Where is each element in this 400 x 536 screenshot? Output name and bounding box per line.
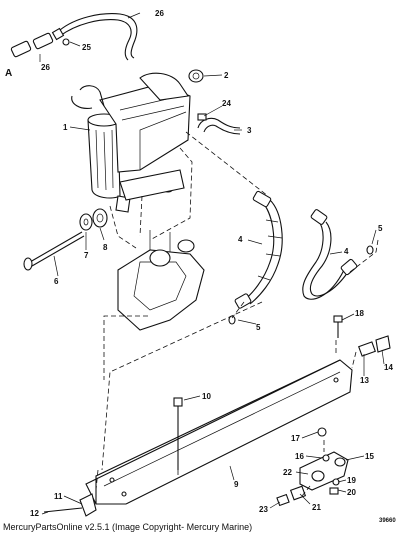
bracket-11 [79, 493, 97, 517]
fuel-hose-top [59, 13, 138, 61]
part-label: 2 [224, 71, 229, 80]
part-label: 3 [247, 126, 252, 135]
drawing-number: 39660 [379, 518, 396, 524]
fuel-line-4-left [234, 190, 283, 309]
grommet-2 [188, 69, 204, 83]
hose-section-26 [10, 32, 54, 58]
screw-16 [322, 454, 330, 462]
screw-12 [43, 507, 83, 513]
fitting-14 [375, 335, 391, 353]
section-letter: A [5, 68, 12, 79]
part-label: 21 [312, 503, 321, 512]
part-label: 20 [347, 488, 356, 497]
fitting-21 [289, 485, 307, 501]
fitting-23 [276, 493, 290, 507]
part-label: 12 [30, 509, 39, 518]
fitting-13 [358, 341, 376, 357]
part-label: 19 [347, 476, 356, 485]
part-label: 22 [283, 468, 292, 477]
o-ring-17 [317, 427, 327, 437]
part-label: 13 [360, 376, 369, 385]
mounting-rail-9 [85, 359, 353, 505]
part-label: 5 [378, 224, 383, 233]
part-label: 26 [155, 9, 164, 18]
fuel-line-4-right [302, 209, 358, 300]
part-label: 4 [238, 235, 243, 244]
part-label: 17 [291, 434, 300, 443]
bolt-10 [173, 397, 183, 470]
part-label: 24 [222, 99, 231, 108]
engine-bracket [117, 230, 205, 331]
hose-clip-25 [51, 27, 70, 46]
callout-leaders [39, 12, 385, 515]
vent-hose-3 [197, 113, 241, 135]
part-label: 6 [54, 277, 59, 286]
part-label: 26 [41, 63, 50, 72]
o-ring-5-upper [366, 245, 374, 255]
washer-7 [79, 213, 93, 231]
part-label: 16 [295, 452, 304, 461]
part-label: 5 [256, 323, 261, 332]
assembly-leader-lines [95, 131, 379, 497]
grommet-8 [92, 208, 108, 228]
part-label: 8 [103, 243, 108, 252]
part-label: 18 [355, 309, 364, 318]
part-label: 10 [202, 392, 211, 401]
bolt-18 [333, 315, 343, 338]
part-label: 23 [259, 505, 268, 514]
fuel-fitting-block-15 [299, 451, 349, 491]
part-label: 7 [84, 251, 89, 260]
part-label: 1 [63, 123, 68, 132]
copyright-caption: MercuryPartsOnline v2.5.1 (Image Copyrig… [3, 522, 253, 532]
part-label: 14 [384, 363, 393, 372]
part-label: 9 [234, 480, 239, 489]
part-label: 25 [82, 43, 91, 52]
nut-20 [329, 487, 339, 495]
part-label: 15 [365, 452, 374, 461]
part-label: 11 [54, 492, 63, 501]
part-label: 4 [344, 247, 349, 256]
bolt-6 [23, 231, 85, 271]
water-separator-filter-1 [71, 72, 191, 213]
